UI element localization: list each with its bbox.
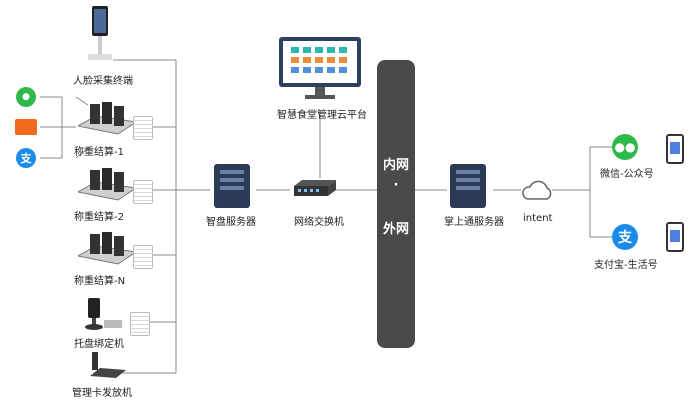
wechat-pay-icon: ● <box>16 87 36 107</box>
weigh-station-2-icon <box>76 164 138 208</box>
phone-icon-alipay <box>666 222 684 252</box>
weigh-1-label: 称重结算-1 <box>74 147 124 158</box>
wechat-label: 微信-公众号 <box>600 169 654 180</box>
weigh-2-label: 称重结算-2 <box>74 212 124 223</box>
receipt-icon-n <box>133 245 153 269</box>
cloud-icon <box>520 180 554 206</box>
face-terminal-icon <box>86 6 114 66</box>
intranet-extranet-boundary: 内网 · 外网 <box>377 60 415 348</box>
receipt-icon-1 <box>133 116 153 140</box>
weigh-station-n-icon <box>76 228 138 272</box>
weigh-station-1-icon <box>76 98 138 142</box>
alipay-icon: 支 <box>16 148 36 168</box>
cloud-platform-label: 智慧食堂管理云平台 <box>277 110 367 121</box>
network-switch-icon <box>290 178 338 204</box>
alipay-label: 支付宝-生活号 <box>594 260 658 271</box>
palm-server-label: 掌上通服务器 <box>444 217 504 228</box>
face-terminal-label: 人脸采集终端 <box>73 76 133 87</box>
weigh-n-label: 称重结算-N <box>74 276 126 287</box>
internet-label: intent <box>523 213 553 224</box>
wechat-icon: ●● <box>612 134 638 160</box>
extranet-label: 外网 <box>382 222 409 237</box>
smart-server-icon <box>212 162 256 214</box>
receipt-icon-2 <box>133 180 153 204</box>
cloud-platform-monitor-icon <box>277 35 363 107</box>
intranet-label: 内网 <box>382 158 409 173</box>
network-switch-label: 网络交换机 <box>294 217 344 228</box>
bank-card-icon <box>15 119 37 135</box>
receipt-icon-tray <box>130 312 150 336</box>
tray-binder-label: 托盘绑定机 <box>74 339 124 350</box>
phone-icon-wechat <box>666 134 684 164</box>
card-issuer-label: 管理卡发放机 <box>72 388 132 399</box>
alipay-service-icon: 支 <box>612 224 638 250</box>
tray-binder-icon <box>80 296 128 336</box>
separator-dot: · <box>393 178 399 193</box>
card-issuer-icon <box>88 350 128 384</box>
palm-server-icon <box>448 162 492 214</box>
smart-server-label: 智盘服务器 <box>206 217 256 228</box>
